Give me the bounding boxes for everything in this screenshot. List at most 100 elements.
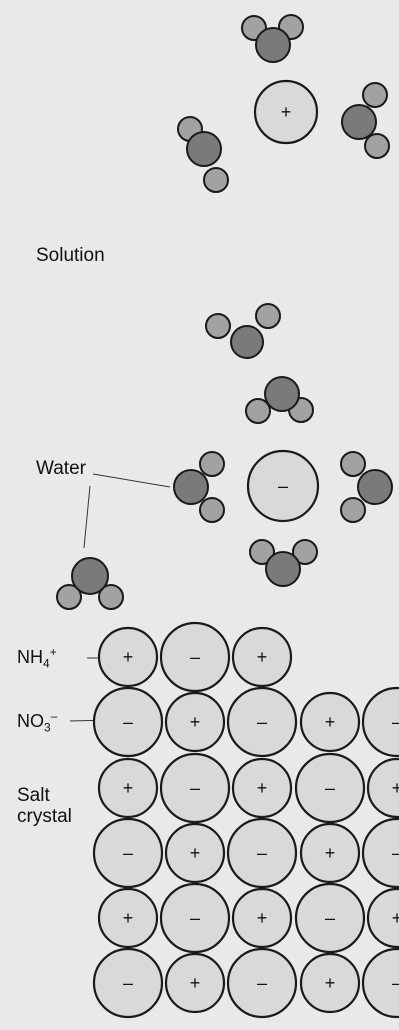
ion-circle <box>92 947 164 1019</box>
hydrogen-atom <box>249 539 275 565</box>
oxygen-atom <box>265 551 301 587</box>
ammonium-ion: + <box>231 626 293 688</box>
hydrogen-atom <box>199 451 225 477</box>
hydrogen-atom <box>364 133 390 159</box>
ion-charge-sign: – <box>325 908 335 928</box>
ion-circle <box>366 757 399 819</box>
ion-charge-sign: + <box>325 843 336 863</box>
ion-circle <box>253 79 319 145</box>
ammonium-ion: + <box>97 757 159 819</box>
water-molecule <box>340 451 393 523</box>
water-molecule <box>241 14 304 63</box>
ion-circle <box>159 882 231 954</box>
ammonium-ion: + <box>299 952 361 1014</box>
ammonium-ion: + <box>299 691 361 753</box>
hydrogen-atom <box>56 584 82 610</box>
ion-circle <box>226 686 298 758</box>
ion-circle <box>361 686 399 758</box>
ammonium-ion: + <box>97 626 159 688</box>
ion-charge-sign: – <box>190 908 200 928</box>
hydrogen-atom <box>362 82 388 108</box>
ion-circle <box>226 817 298 889</box>
ion-circle <box>159 752 231 824</box>
ammonium-ion: + <box>164 691 226 753</box>
nitrate-ion: – <box>159 621 231 693</box>
ammonium-ion: + <box>164 822 226 884</box>
ammonium-ion: + <box>231 757 293 819</box>
hydrogen-atom <box>205 313 231 339</box>
ammonium-ion: + <box>366 887 399 949</box>
ammonium-label: NH4+ <box>17 645 57 671</box>
leader-line <box>92 473 171 488</box>
ion-circle <box>159 621 231 693</box>
oxygen-atom <box>264 376 300 412</box>
ion-charge-sign: – <box>278 476 288 496</box>
nitrate-ion: – <box>92 817 164 889</box>
ammonium-ion: + <box>299 822 361 884</box>
nitrate-ion: – <box>92 947 164 1019</box>
ion-charge-sign: + <box>190 712 201 732</box>
ion-circle <box>164 952 226 1014</box>
nitrate-ion: – <box>92 686 164 758</box>
solution-label: Solution <box>36 245 105 266</box>
oxygen-atom <box>255 27 291 63</box>
ion-circle <box>246 449 320 523</box>
leader-line <box>83 485 91 549</box>
water-label: Water <box>36 458 86 479</box>
hydrogen-atom <box>199 497 225 523</box>
oxygen-atom <box>357 469 393 505</box>
hydrogen-atom <box>255 303 281 329</box>
nitrate-ion: – <box>361 686 399 758</box>
oxygen-atom <box>71 557 109 595</box>
ion-circle <box>231 626 293 688</box>
hydrogen-atom <box>203 167 229 193</box>
ion-charge-sign: – <box>257 843 267 863</box>
ion-charge-sign: + <box>257 647 268 667</box>
ion-circle <box>97 626 159 688</box>
hydrogen-atom <box>292 539 318 565</box>
ammonium-ion: + <box>366 757 399 819</box>
hydrogen-atom <box>245 398 271 424</box>
ammonium-ion: + <box>97 887 159 949</box>
nitrate-ion: – <box>226 817 298 889</box>
hydrogen-atom <box>340 451 366 477</box>
ion-charge-sign: – <box>392 843 399 863</box>
ion-charge-sign: – <box>392 973 399 993</box>
ion-charge-sign: + <box>190 973 201 993</box>
ammonium-ion: + <box>164 952 226 1014</box>
ion-circle <box>97 887 159 949</box>
ion-charge-sign: – <box>325 778 335 798</box>
water-molecules <box>56 14 393 610</box>
ion-circle <box>299 822 361 884</box>
ion-charge-sign: + <box>123 647 134 667</box>
ion-circle <box>226 947 298 1019</box>
ion-charge-sign: + <box>257 908 268 928</box>
ion-circle <box>361 947 399 1019</box>
ion-charge-sign: – <box>190 778 200 798</box>
nitrate-ion: – <box>159 752 231 824</box>
oxygen-atom <box>173 469 209 505</box>
ion-circle <box>294 882 366 954</box>
ion-charge-sign: + <box>190 843 201 863</box>
dissolved-nitrate-ion: – <box>246 449 320 523</box>
nitrate-ion: – <box>361 947 399 1019</box>
hydrogen-atom <box>340 497 366 523</box>
nitrate-ion: – <box>294 882 366 954</box>
ammonium-ion: + <box>231 887 293 949</box>
ion-circle <box>366 887 399 949</box>
ion-charge-sign: + <box>325 712 336 732</box>
ion-circle <box>231 887 293 949</box>
ion-charge-sign: + <box>281 102 292 122</box>
ion-charge-sign: + <box>123 778 134 798</box>
water-molecule <box>56 557 124 610</box>
ion-charge-sign: + <box>392 908 399 928</box>
dissolved-ammonium-ion: + <box>253 79 319 145</box>
ion-charge-sign: + <box>123 908 134 928</box>
oxygen-atom <box>341 104 377 140</box>
nitrate-ion: – <box>361 817 399 889</box>
water-molecule <box>245 376 314 424</box>
oxygen-atom <box>186 131 222 167</box>
water-molecule <box>177 116 229 193</box>
